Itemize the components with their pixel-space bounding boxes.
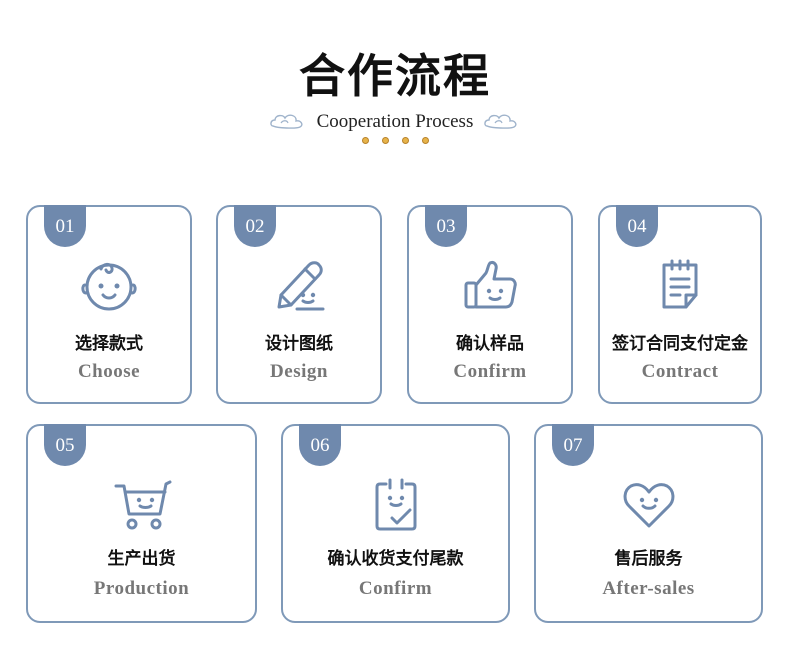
step-title-cn: 生产出货 [107, 549, 176, 569]
heart-icon [623, 483, 674, 528]
cloud-left-icon [269, 114, 303, 129]
step-title-cn: 售后服务 [614, 549, 683, 569]
decorative-dots [0, 137, 790, 144]
step-title-en: After-sales [602, 578, 695, 599]
step-card-confirm-sample[interactable]: 03 确认样品 Confirm [407, 205, 573, 404]
step-title-en: Production [93, 578, 190, 599]
thumbs-up-icon [464, 261, 517, 309]
step-card-after-sales[interactable]: 07 售后服务 After-sales [534, 424, 763, 623]
step-number-badge: 06 [299, 424, 341, 466]
step-card-choose[interactable]: 01 选择款式 Choose [26, 205, 192, 404]
step-card-confirm-receipt[interactable]: 06 确认收货支付尾款 Confirm [281, 424, 510, 623]
step-title-en: Confirm [453, 361, 527, 382]
step-title-en: Contract [641, 361, 719, 382]
dot [381, 137, 389, 144]
step-title-cn: 选择款式 [75, 334, 143, 354]
step-title-cn: 签订合同支付定金 [612, 334, 748, 354]
dot [421, 137, 429, 144]
step-card-design[interactable]: 02 设计图纸 Design [216, 205, 382, 404]
cloud-right-icon [484, 114, 517, 129]
step-number-badge: 01 [44, 205, 86, 247]
pencil-icon [277, 261, 325, 311]
step-card-production[interactable]: 05 生产出货 Production [26, 424, 257, 623]
dot [361, 137, 369, 144]
dot [401, 137, 409, 144]
header: 合作流程 Cooperation Process [0, 0, 790, 160]
document-icon [662, 259, 698, 309]
subtitle-row: Cooperation Process [0, 106, 790, 138]
baby-face-icon [81, 262, 137, 311]
step-number-badge: 05 [44, 424, 86, 466]
step-number-badge: 04 [616, 205, 658, 247]
step-title-cn: 确认样品 [456, 334, 524, 354]
clipboard-check-icon [375, 478, 416, 531]
step-title-en: Choose [77, 361, 141, 382]
step-title-cn: 确认收货支付尾款 [327, 549, 464, 569]
step-title-en: Design [270, 361, 328, 382]
step-number-badge: 07 [552, 424, 594, 466]
step-title-en: Confirm [358, 578, 433, 599]
cart-icon [114, 480, 171, 530]
step-card-contract[interactable]: 04 签订合同支付定金 Contract [598, 205, 762, 404]
step-title-cn: 设计图纸 [265, 334, 333, 354]
step-number-badge: 03 [425, 205, 467, 247]
page-title: 合作流程 [299, 49, 491, 103]
page-subtitle: Cooperation Process [316, 111, 474, 132]
step-number-badge: 02 [234, 205, 276, 247]
